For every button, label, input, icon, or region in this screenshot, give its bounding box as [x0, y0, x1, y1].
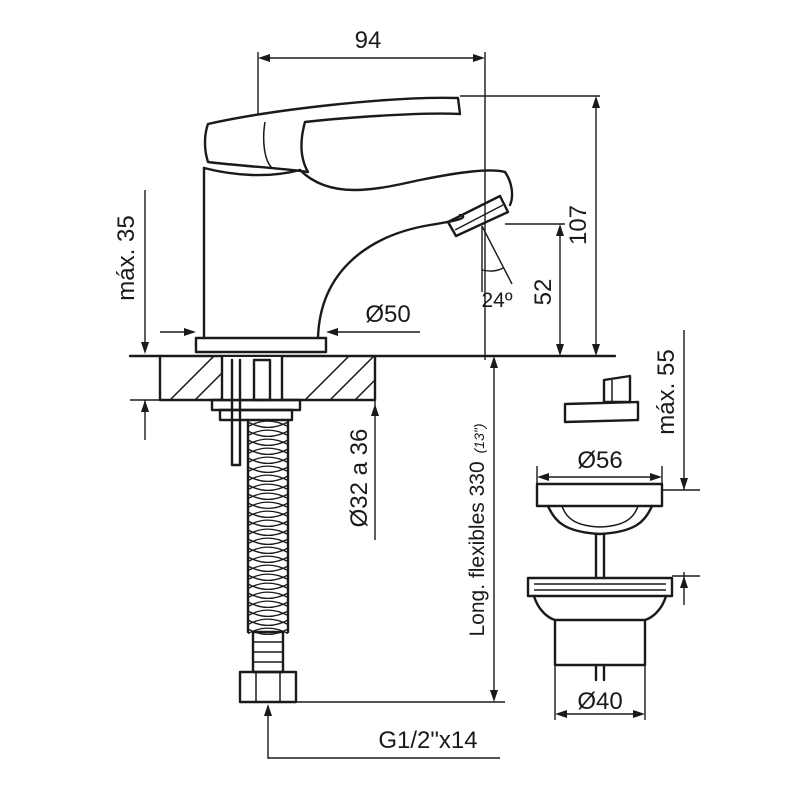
dim-94-label: 94 [355, 27, 382, 54]
drain-parts [526, 374, 674, 682]
dim-52-label: 52 [530, 279, 557, 306]
dim-max55-label: máx. 55 [653, 349, 680, 434]
dim-thread-label: G1/2"x14 [378, 727, 477, 754]
dim-max35-label: máx. 35 [113, 215, 140, 300]
svg-text:Long. flexibles 330 (1: Long. flexibles 330 (13") [466, 423, 489, 636]
flexible-hose [238, 418, 298, 704]
dim-drain56-label: Ø56 [577, 447, 622, 474]
angle-24-label: 24º [481, 289, 512, 312]
dimension-labels: 94 107 52 24º máx. 35 Ø50 máx. 55 Ø32 a … [113, 27, 680, 754]
dim-107-label: 107 [565, 205, 592, 245]
dim-flex-length-inches-label: (13") [471, 423, 487, 453]
countertop-section [128, 354, 617, 402]
dim-hole-label: Ø32 a 36 [346, 429, 373, 528]
lever-handle [203, 96, 462, 174]
faucet-body [194, 166, 514, 354]
dim-base50-label: Ø50 [365, 301, 410, 328]
mounting-hardware [210, 358, 302, 467]
dimension-lines [130, 52, 700, 759]
dim-flex-length-label: Long. flexibles 330 [466, 461, 489, 636]
dim-drain40-label: Ø40 [577, 688, 622, 715]
